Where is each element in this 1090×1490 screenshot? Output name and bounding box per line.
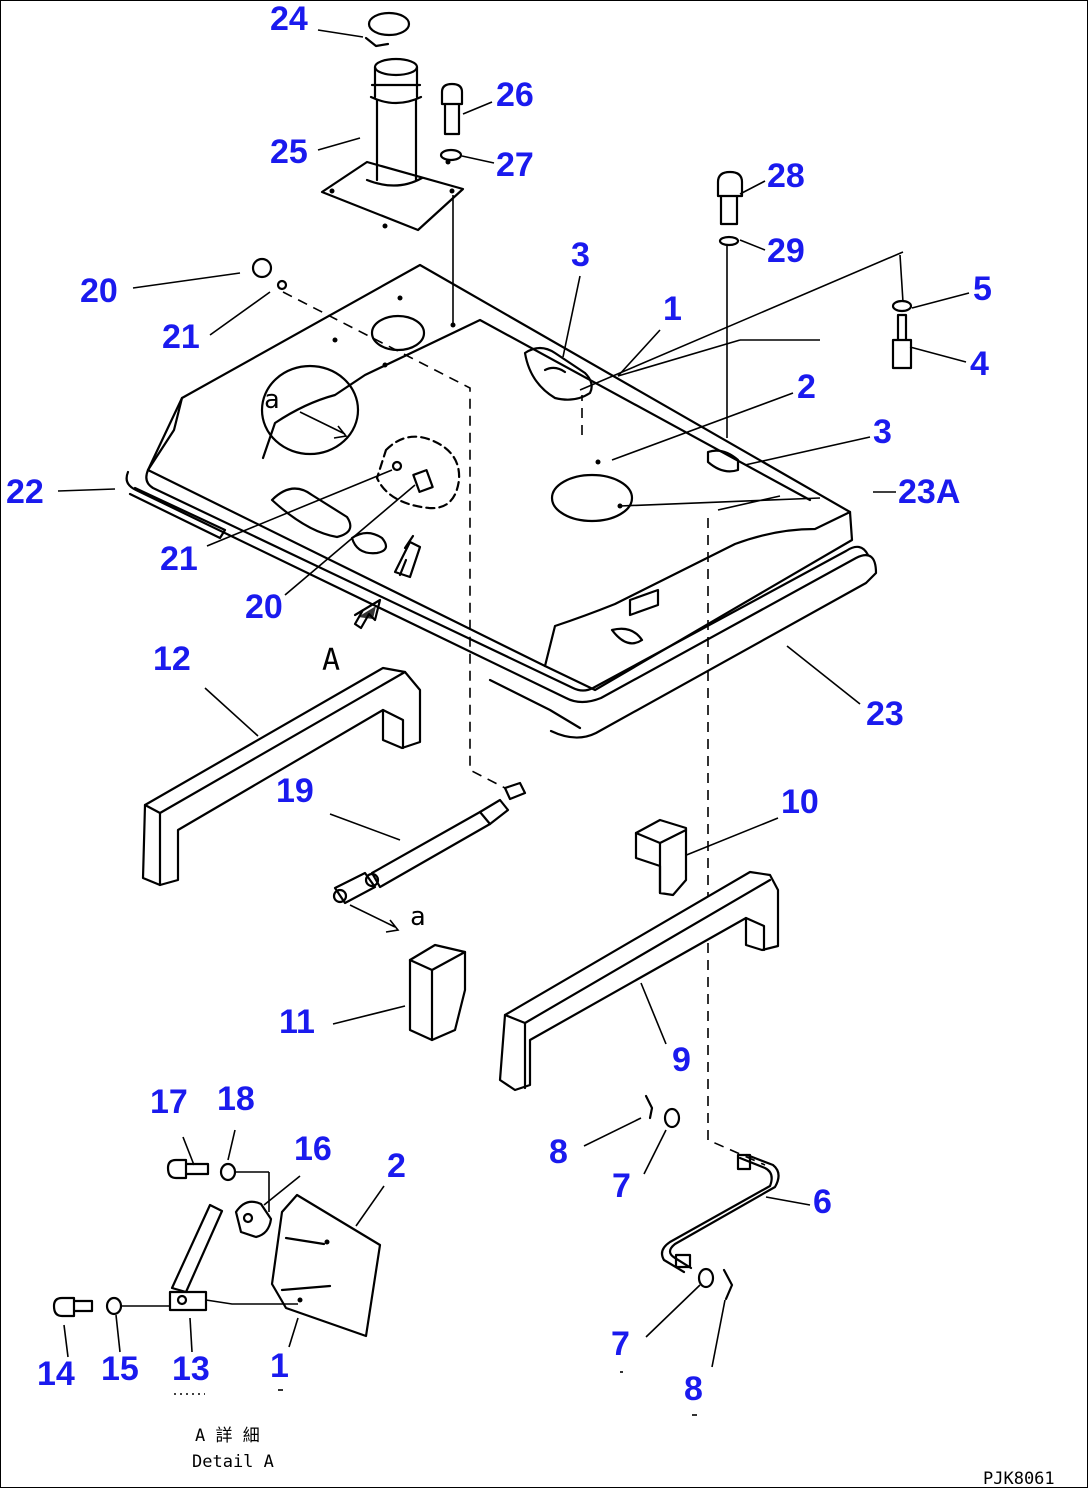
section-a-circle [260,364,360,456]
callout-labels: 24 26 25 27 28 29 20 21 3 1 5 4 2 3 22 2… [6,0,992,1408]
callout-9: 9 [672,1041,691,1079]
view-marker-a: A [322,643,340,678]
filler-neck-25 [375,98,418,182]
callout-5: 5 [973,270,992,308]
callout-1-top: 1 [663,290,682,328]
callout-20-top: 20 [80,272,118,310]
callout-18: 18 [217,1080,255,1118]
cap-strap [364,36,390,48]
pin-8-bottom [722,1268,734,1301]
stopper-20-mid [412,469,434,493]
washer-21-top [276,279,288,291]
bolt-28 [716,170,744,226]
filler-opening [370,314,426,352]
neck-flange [320,160,465,232]
callout-8-bottom: 8 [684,1370,703,1408]
washer-21-mid [391,460,403,472]
callout-2-top: 2 [797,368,816,406]
callout-6: 6 [813,1183,832,1221]
callout-20-mid: 20 [245,588,283,626]
filler-neck-assembly [320,11,465,328]
gas-spring-19: a [332,781,527,933]
callout-21-mid: 21 [160,540,198,578]
washer-7-bottom [697,1267,715,1289]
latch-bracket [393,540,422,579]
washer-15 [105,1296,123,1316]
filler-cap-24 [367,11,411,37]
detail-a-latch: A 詳 細 Detail A [52,1158,382,1472]
callout-11: 11 [279,1003,315,1041]
callout-17: 17 [150,1083,188,1121]
washer-18 [219,1162,237,1182]
pin-8-top [644,1094,654,1120]
hinge-bracket-3 [523,346,593,401]
callout-3-top: 3 [571,236,590,274]
bolt-14 [52,1296,94,1318]
callout-1-detail: 1 [270,1347,289,1385]
callout-2-detail: 2 [387,1147,406,1185]
neck-top-rim [373,57,419,77]
bolt-17 [166,1158,210,1180]
latch-lever-13 [170,1203,224,1294]
detail-caption-jp: A 詳 細 [195,1426,260,1446]
callout-26: 26 [496,76,534,114]
callout-3-right: 3 [873,413,892,451]
stay-rod-6 [644,1094,780,1301]
washer-27 [439,148,463,162]
callout-16: 16 [294,1130,332,1168]
callout-21-top: 21 [162,318,200,356]
drawing-code: PJK8061 [983,1469,1055,1489]
callout-10: 10 [781,783,819,821]
stopper-20-top [251,257,273,279]
callout-23A: 23A [898,473,960,511]
washer-29 [718,235,740,247]
leader-lines [57,29,970,1416]
callout-7-bottom: 7 [611,1325,630,1363]
callout-23: 23 [866,695,904,733]
callout-13: 13 [172,1350,210,1388]
callout-8-top: 8 [549,1133,568,1171]
washer-5 [891,299,913,313]
callout-22: 22 [6,473,44,511]
callout-7-top: 7 [612,1167,631,1205]
access-opening [550,473,634,523]
callout-29: 29 [767,232,805,270]
callout-15: 15 [101,1350,139,1388]
stopper-16 [234,1200,273,1239]
callout-27: 27 [496,146,534,184]
section-marker-a-bottom: a [410,902,426,932]
callout-25: 25 [270,133,308,171]
callout-19: 19 [276,772,314,810]
callout-24: 24 [270,0,308,38]
cushion-11 [408,943,467,1042]
engine-hood: a [125,251,904,1166]
view-a-indicator: A [322,598,382,678]
hinge-bracket-3-right [706,449,740,473]
hood-outline-23A [146,263,854,692]
callout-28: 28 [767,157,805,195]
bolt-4 [891,313,913,370]
handrail-12 [141,666,422,887]
cushion-10 [634,818,688,897]
callout-12: 12 [153,640,191,678]
hinge-bolts [716,170,913,438]
detail-caption-en: Detail A [192,1452,274,1472]
bolt-26 [440,82,464,136]
callout-14: 14 [37,1355,75,1393]
handrail-9 [498,870,780,1092]
callout-4: 4 [970,345,989,383]
washer-7-top [663,1107,681,1129]
seal-22 [128,486,227,540]
section-marker-a-top: a [264,385,280,415]
